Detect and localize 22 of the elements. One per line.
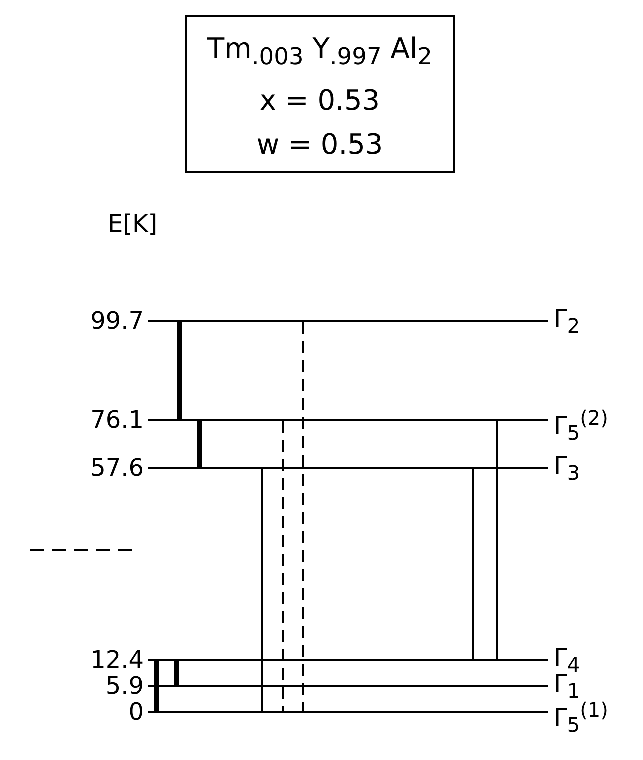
transition-line — [178, 322, 182, 419]
transition-line — [198, 421, 202, 467]
formula-text: Tm$_{.003}$ Y$_{.997}$ Al$_{2}$ — [206, 31, 434, 73]
transition-line — [174, 661, 180, 685]
formula-box — [185, 15, 455, 173]
level-symbol: Γ$_{3}$ — [554, 452, 580, 487]
transition-line — [472, 469, 474, 659]
axis-label: E[K] — [108, 210, 158, 238]
energy-value: 57.6 — [90, 454, 144, 482]
formula-text: w = 0.53 — [256, 126, 384, 163]
energy-value: 76.1 — [90, 406, 144, 434]
energy-value: 99.7 — [90, 307, 144, 335]
transition-line — [496, 421, 498, 659]
level-symbol: Γ$_{2}$ — [554, 305, 580, 340]
energy-value: 0 — [128, 698, 144, 726]
energy-value: 12.4 — [90, 646, 144, 674]
transition-line — [154, 661, 160, 711]
formula-text: x = 0.53 — [258, 82, 382, 119]
transition-line — [261, 469, 263, 711]
transition-line — [302, 322, 304, 711]
transition-line — [282, 421, 284, 711]
energy-value: 5.9 — [104, 672, 144, 700]
